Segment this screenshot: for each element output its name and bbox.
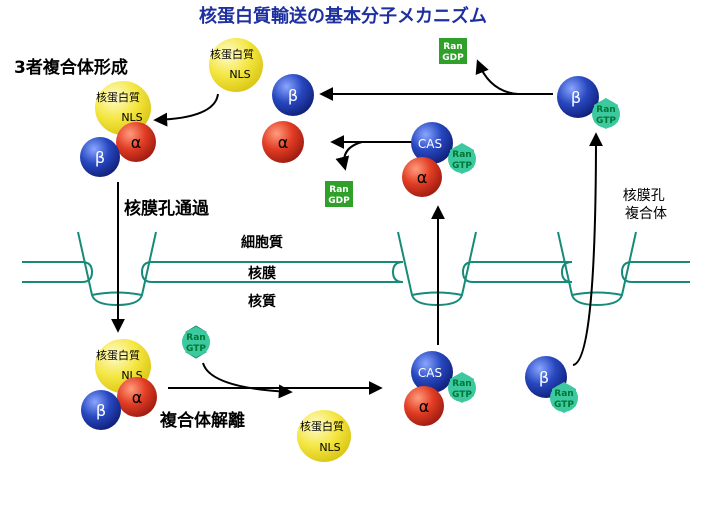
trimer-complex-cytoplasm: 核蛋白質 NLS α β bbox=[80, 81, 156, 177]
pore-complex-label: 核膜孔 複合体 bbox=[623, 188, 669, 222]
svg-text:α: α bbox=[417, 168, 428, 187]
nuclear-pore-3 bbox=[557, 231, 637, 307]
ran-gtp-free: Ran GTP bbox=[182, 325, 210, 359]
svg-text:Ran: Ran bbox=[452, 150, 471, 160]
svg-text:Ran: Ran bbox=[186, 333, 205, 343]
ran-gdp-center: Ran GDP bbox=[325, 181, 353, 207]
svg-text:核蛋白質: 核蛋白質 bbox=[96, 348, 140, 362]
complex-dissociation-label: 複合体解離 bbox=[159, 410, 245, 431]
svg-text:β: β bbox=[288, 86, 298, 105]
svg-text:NLS: NLS bbox=[229, 68, 250, 81]
trimer-formation-label: 3者複合体形成 bbox=[14, 57, 128, 78]
svg-text:核蛋白質: 核蛋白質 bbox=[300, 419, 344, 433]
svg-text:GDP: GDP bbox=[442, 53, 464, 63]
svg-text:β: β bbox=[95, 148, 105, 167]
arrow-cargo-binding bbox=[153, 93, 219, 127]
svg-text:GTP: GTP bbox=[186, 344, 206, 354]
importin-alpha-free: α bbox=[262, 121, 304, 163]
svg-text:β: β bbox=[571, 88, 581, 107]
ran-gdp-top: Ran GDP bbox=[439, 38, 467, 64]
svg-text:NLS: NLS bbox=[121, 111, 142, 124]
cargo-released: 核蛋白質 NLS bbox=[297, 410, 351, 462]
svg-text:NLS: NLS bbox=[319, 441, 340, 454]
svg-text:Ran: Ran bbox=[329, 185, 348, 195]
trimer-complex-nucleus: 核蛋白質 NLS α β bbox=[81, 339, 157, 430]
svg-text:β: β bbox=[96, 401, 106, 420]
svg-text:α: α bbox=[419, 397, 430, 416]
arrow-beta-export bbox=[572, 132, 603, 366]
svg-text:Ran: Ran bbox=[596, 105, 615, 115]
svg-text:Ran: Ran bbox=[452, 379, 471, 389]
svg-text:β: β bbox=[539, 368, 549, 387]
cas-complex-nucleus: CAS α Ran GTP bbox=[404, 351, 476, 426]
svg-text:核蛋白質: 核蛋白質 bbox=[96, 90, 140, 104]
nucleoplasm-label: 核質 bbox=[248, 293, 276, 310]
svg-text:核蛋白質: 核蛋白質 bbox=[210, 47, 254, 61]
arrow-ran-gdp-beta bbox=[475, 59, 519, 95]
svg-text:CAS: CAS bbox=[418, 366, 442, 380]
svg-text:GDP: GDP bbox=[328, 196, 350, 206]
arrow-ran-gdp-cas bbox=[335, 141, 363, 171]
svg-text:GTP: GTP bbox=[596, 116, 616, 126]
beta-ran-gtp-cytoplasm: β Ran GTP bbox=[557, 76, 620, 129]
cargo-free-top: 核蛋白質 NLS bbox=[209, 38, 263, 92]
svg-text:Ran: Ran bbox=[443, 42, 462, 52]
pore-passage-label: 核膜孔通過 bbox=[124, 198, 210, 219]
svg-text:CAS: CAS bbox=[418, 137, 442, 151]
svg-text:α: α bbox=[278, 133, 289, 152]
svg-text:Ran: Ran bbox=[554, 389, 573, 399]
cas-complex-cytoplasm: CAS α Ran GTP bbox=[402, 122, 476, 197]
nuclear-membrane bbox=[22, 261, 690, 283]
nuclear-membrane-label: 核膜 bbox=[248, 265, 276, 282]
svg-text:GTP: GTP bbox=[452, 161, 472, 171]
diagram-title: 核蛋白質輸送の基本分子メカニズム bbox=[199, 5, 487, 27]
importin-beta-free: β bbox=[272, 74, 314, 116]
svg-text:α: α bbox=[131, 133, 142, 152]
svg-text:GTP: GTP bbox=[554, 400, 574, 410]
svg-text:α: α bbox=[132, 388, 143, 407]
beta-ran-gtp-nucleus: β Ran GTP bbox=[525, 356, 578, 413]
cytoplasm-label: 細胞質 bbox=[241, 234, 283, 251]
svg-text:GTP: GTP bbox=[452, 390, 472, 400]
arrow-cargo-release bbox=[202, 362, 293, 399]
